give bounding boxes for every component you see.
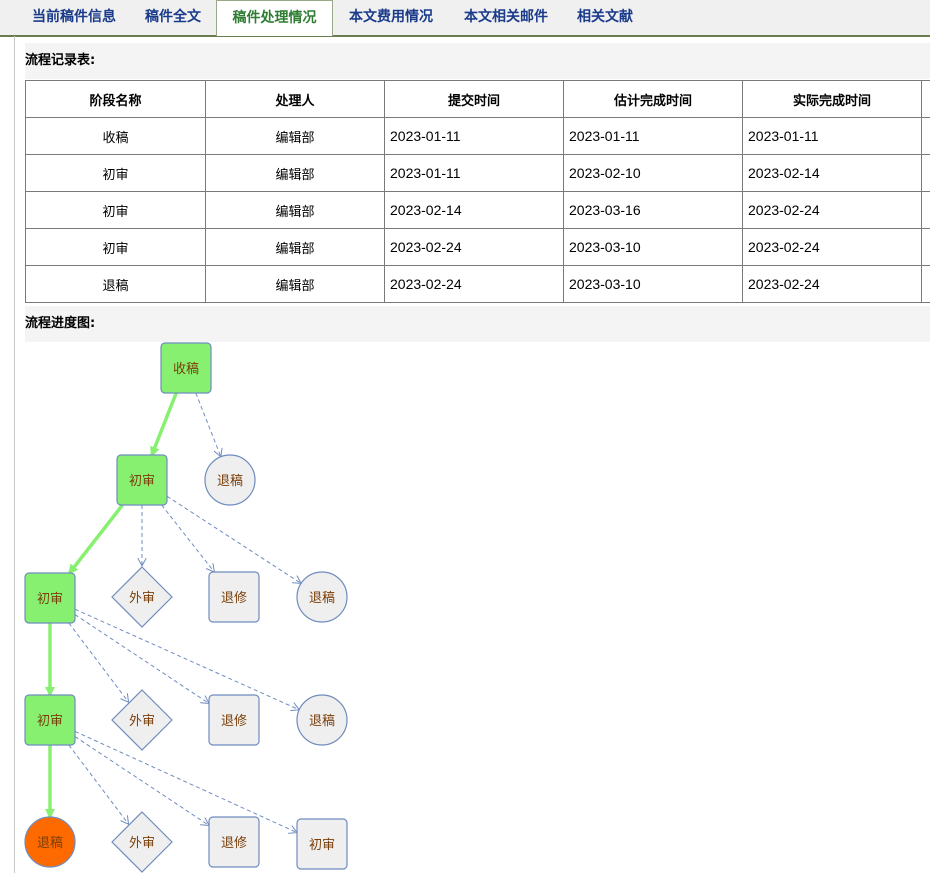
- flow-option-arrow: [74, 608, 299, 710]
- flow-node-label: 退修: [221, 714, 247, 729]
- flow-option-arrow: [68, 744, 129, 824]
- flow-node-circle: 退稿: [204, 454, 256, 506]
- flow-node-rect: 退修: [208, 571, 260, 623]
- cell-actual-time: 2023-02-24: [742, 228, 922, 266]
- flow-option-arrow: [74, 730, 297, 832]
- records-table: 阶段名称 处理人 提交时间 估计完成时间 实际完成时间 收稿 编辑部 2023-…: [25, 80, 930, 303]
- flow-option-arrow: [166, 495, 301, 583]
- flow-node-label: 外审: [129, 714, 155, 729]
- flow-node-label: 初审: [37, 714, 63, 729]
- tab-fees[interactable]: 本文费用情况: [349, 9, 433, 25]
- flow-node-label: 退稿: [217, 473, 243, 489]
- flow-option-arrow: [74, 614, 209, 704]
- tab-current-manuscript-info[interactable]: 当前稿件信息: [32, 9, 116, 25]
- tab-references[interactable]: 相关文献: [577, 9, 633, 25]
- cell-estimated-time: 2023-02-10: [563, 154, 743, 192]
- cell-stage: 初审: [25, 154, 206, 192]
- cell-estimated-time: 2023-03-10: [563, 228, 743, 266]
- flow-option-arrow: [161, 504, 215, 572]
- flow-node-rect: 初审: [24, 694, 76, 746]
- flow-node-shape: [111, 689, 173, 751]
- flow-node-label: 初审: [309, 838, 335, 853]
- col-header-submit-time: 提交时间: [384, 80, 564, 118]
- flow-node-label: 退稿: [37, 835, 63, 851]
- cell-estimated-time: 2023-03-16: [563, 191, 743, 229]
- flow-node-shape: [204, 454, 256, 506]
- flow-path-arrow: [68, 503, 124, 575]
- table-row: 退稿 编辑部 2023-02-24 2023-03-10 2023-02-24: [25, 265, 930, 303]
- tab-related-emails[interactable]: 本文相关邮件: [464, 9, 548, 25]
- flow-node-shape: [296, 694, 348, 746]
- flow-node-shape: [111, 566, 173, 628]
- flow-node-rect: 退修: [208, 694, 260, 746]
- flow-node-diamond: 外审: [111, 811, 173, 873]
- flow-node-shape: [208, 694, 260, 746]
- flow-node-shape: [24, 572, 76, 624]
- tab-processing-status[interactable]: 稿件处理情况: [216, 0, 333, 36]
- flow-node-diamond: 外审: [111, 689, 173, 751]
- cell-actual-time: 2023-01-11: [742, 117, 922, 155]
- flow-option-arrow: [68, 622, 129, 702]
- tab-full-text[interactable]: 稿件全文: [145, 9, 201, 25]
- flow-node-rect: 收稿: [160, 342, 212, 394]
- table-row: 收稿 编辑部 2023-01-11 2023-01-11 2023-01-11: [25, 117, 930, 155]
- flow-node-shape: [208, 571, 260, 623]
- flow-option-arrow: [195, 392, 221, 457]
- flow-node-circle: 退稿: [24, 816, 76, 868]
- flow-node-label: 外审: [129, 836, 155, 851]
- flow-path-arrow: [150, 392, 178, 457]
- cell-submit-time: 2023-02-24: [384, 228, 564, 266]
- flow-option-arrow: [74, 736, 209, 826]
- flow-node-rect: 初审: [24, 572, 76, 624]
- flow-node-shape: [116, 454, 168, 506]
- flow-node-rect: 退修: [208, 816, 260, 868]
- flow-node-diamond: 外审: [111, 566, 173, 628]
- flow-node-label: 外审: [129, 591, 155, 606]
- tab-bar: 当前稿件信息 稿件全文 稿件处理情况 本文费用情况 本文相关邮件 相关文献: [0, 0, 930, 37]
- content-left-border: [14, 36, 15, 873]
- cell-extra: [921, 265, 930, 303]
- flow-node-shape: [111, 811, 173, 873]
- flow-node-label: 退稿: [309, 590, 335, 606]
- flow-node-label: 收稿: [173, 361, 199, 377]
- flow-node-circle: 退稿: [296, 694, 348, 746]
- flow-node-shape: [296, 818, 348, 870]
- flow-node-label: 退修: [221, 836, 247, 851]
- flow-node-rect: 初审: [296, 818, 348, 870]
- flow-node-rect: 初审: [116, 454, 168, 506]
- flow-node-label: 初审: [37, 592, 63, 607]
- cell-stage: 退稿: [25, 265, 206, 303]
- flow-node-shape: [24, 694, 76, 746]
- cell-submit-time: 2023-02-24: [384, 265, 564, 303]
- nodes-layer: 收稿退稿初审外审退修退稿初审外审退修退稿初审退稿外审退修初审: [24, 342, 348, 873]
- flow-node-shape: [24, 816, 76, 868]
- flow-node-shape: [296, 571, 348, 623]
- records-title: 流程记录表:: [25, 43, 930, 79]
- flow-node-shape: [160, 342, 212, 394]
- table-header-row: 阶段名称 处理人 提交时间 估计完成时间 实际完成时间: [25, 80, 930, 118]
- table-row: 初审 编辑部 2023-01-11 2023-02-10 2023-02-14: [25, 154, 930, 192]
- cell-submit-time: 2023-01-11: [384, 117, 564, 155]
- flow-node-label: 退稿: [309, 713, 335, 729]
- flow-node-label: 初审: [129, 474, 155, 489]
- cell-actual-time: 2023-02-24: [742, 265, 922, 303]
- cell-handler: 编辑部: [205, 265, 385, 303]
- flow-node-shape: [208, 816, 260, 868]
- cell-stage: 收稿: [25, 117, 206, 155]
- flow-node-circle: 退稿: [296, 571, 348, 623]
- cell-actual-time: 2023-02-14: [742, 154, 922, 192]
- progress-title: 流程进度图:: [25, 306, 930, 342]
- flow-node-label: 退修: [221, 591, 247, 606]
- edges-layer: [45, 392, 301, 833]
